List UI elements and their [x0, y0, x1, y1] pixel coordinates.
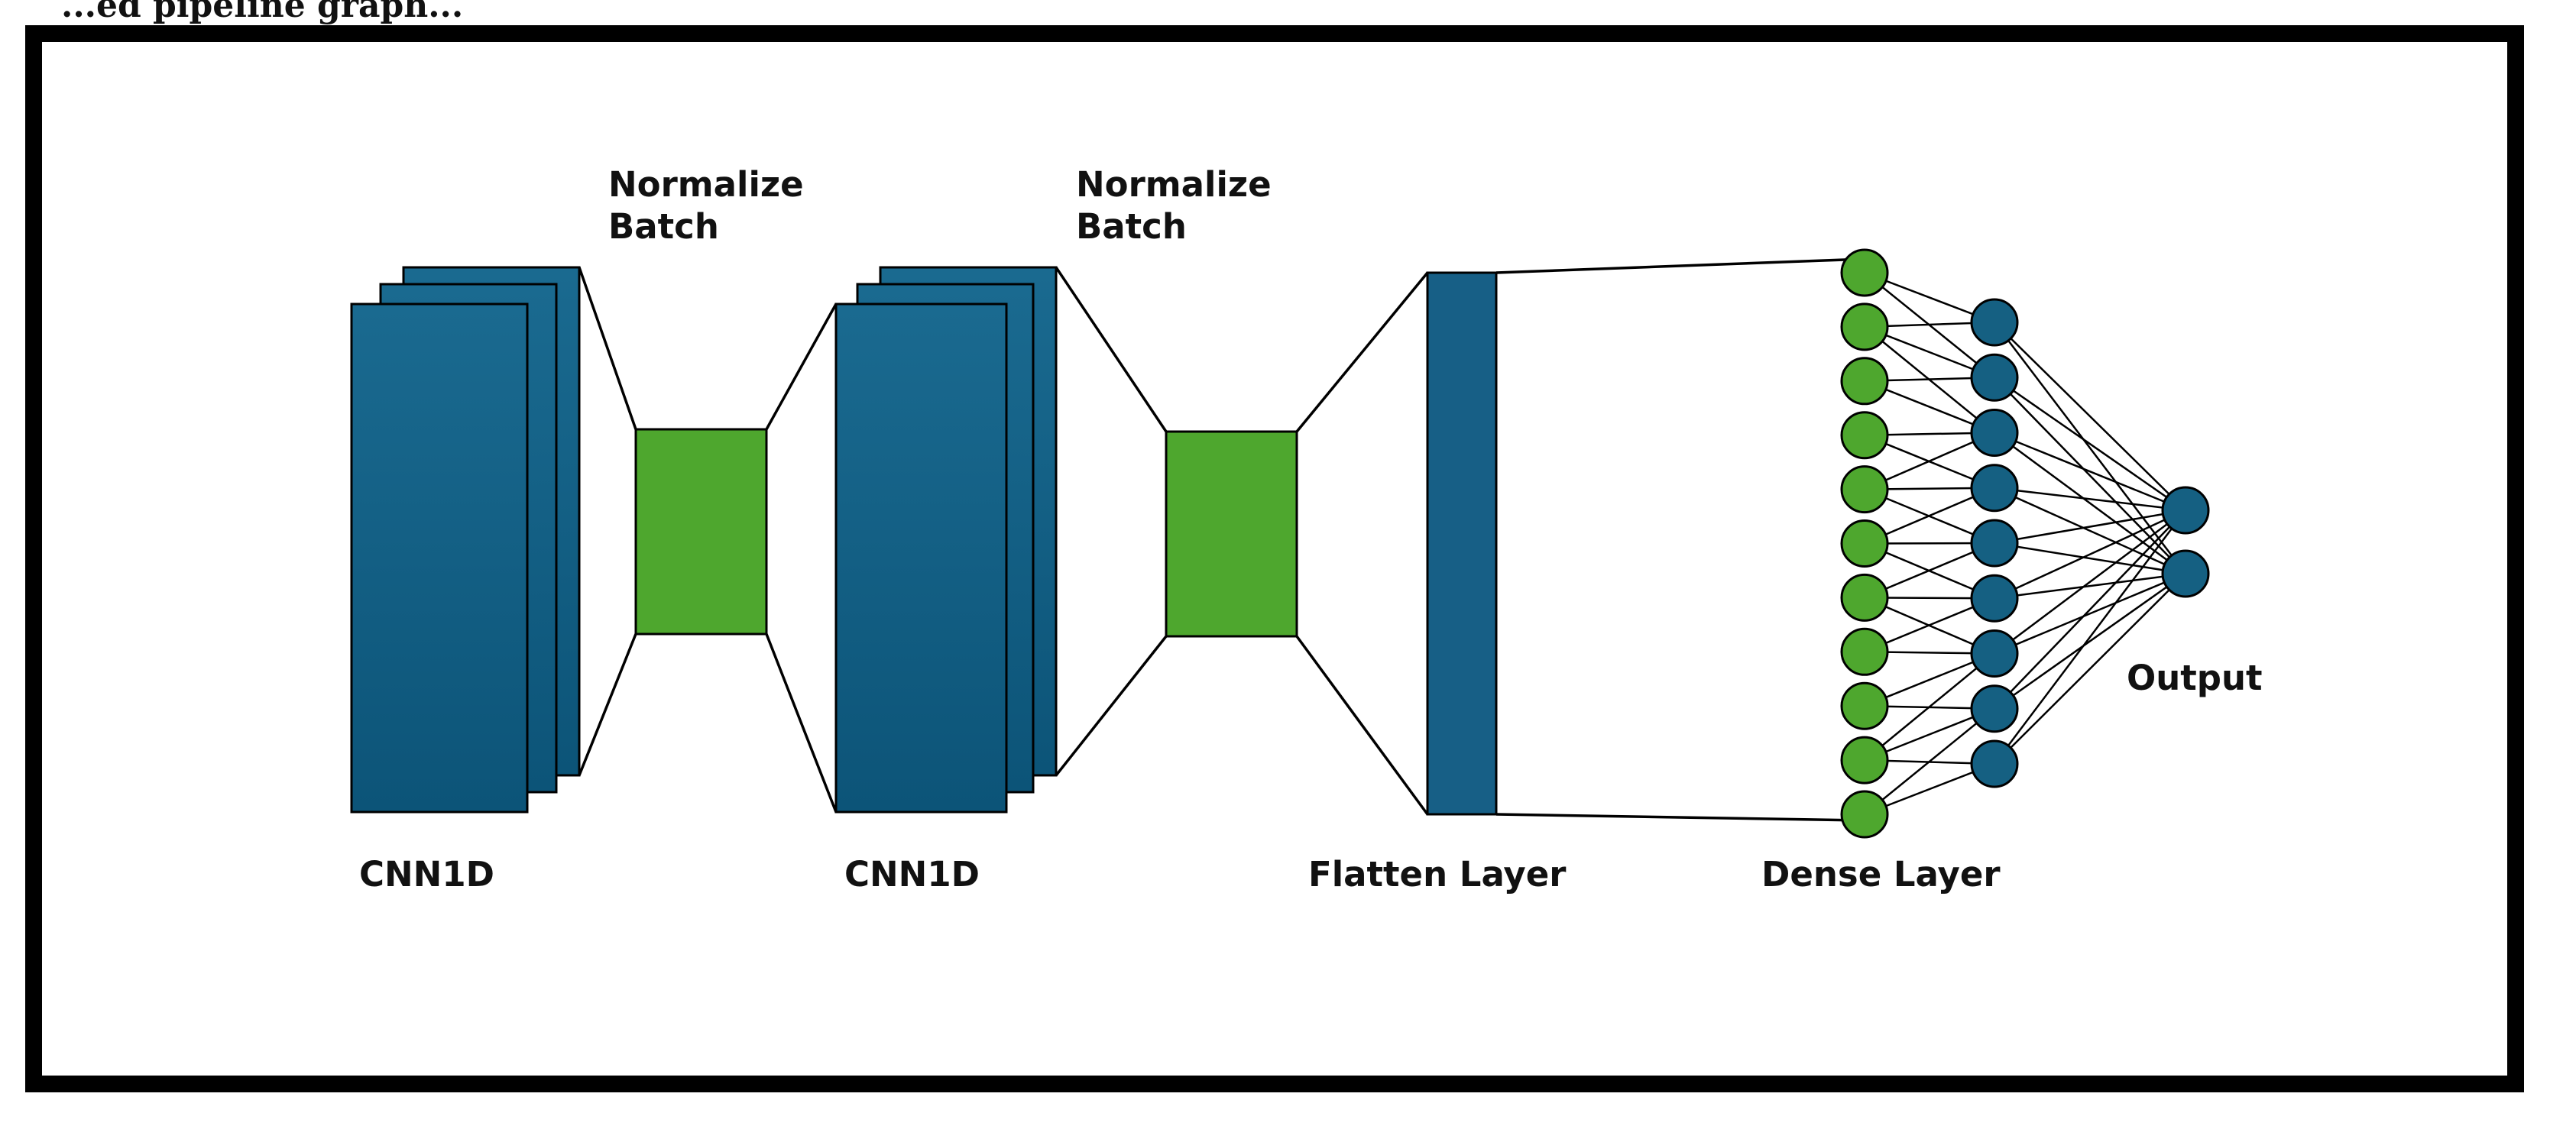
edge-hidden-output [1994, 377, 2186, 574]
edge-hidden-output [1994, 432, 2186, 575]
edge-hidden-output [1994, 510, 2186, 655]
connector-lines [578, 257, 1865, 822]
hidden-node [1970, 353, 2019, 402]
normalize-batch-label-1-line-2: Batch [608, 206, 719, 247]
edge-hidden-output [1994, 510, 2186, 710]
edge-hidden-output [1994, 573, 2186, 765]
edge-hidden-output [1994, 487, 2186, 575]
flatten-layer-bar [1426, 271, 1498, 816]
hidden-node [1970, 298, 2019, 347]
input-node [1840, 248, 1889, 297]
flatten-layer-label: Flatten Layer [1308, 854, 1567, 895]
output-label: Output [2127, 658, 2263, 698]
input-node [1840, 790, 1889, 839]
edge-hidden-output [1994, 322, 2186, 511]
hidden-node [1970, 574, 2019, 623]
edge-hidden-output [1994, 572, 2186, 600]
output-node [2161, 549, 2210, 598]
input-node [1840, 627, 1889, 676]
hidden-node [1970, 519, 2019, 568]
cnn1d-block-2 [834, 266, 1058, 814]
edge-hidden-output [1994, 572, 2186, 655]
normalize-batch-block-1 [634, 428, 768, 636]
output-node [2161, 486, 2210, 535]
edge-hidden-output [1994, 572, 2186, 710]
normalize-batch-label-1-line-1: Normalize [608, 164, 804, 205]
normalize-batch-block-2 [1165, 430, 1298, 638]
normalize-batch-label-2-line-1: Normalize [1076, 164, 1272, 205]
cnn1d-label-2: CNN1D [844, 854, 980, 895]
input-node [1840, 736, 1889, 785]
hidden-node [1970, 684, 2019, 733]
input-node [1840, 681, 1889, 730]
input-node [1840, 465, 1889, 514]
dense-layer-label: Dense Layer [1761, 854, 2001, 895]
input-node [1840, 357, 1889, 406]
edge-input-hidden [1864, 707, 1995, 815]
edge-hidden-output [1994, 542, 2186, 575]
hidden-node [1970, 409, 2019, 457]
header-fragment: ...ed pipeline graph... [61, 0, 463, 25]
edge-hidden-output [1994, 510, 2186, 765]
edge-hidden-output [1994, 487, 2186, 512]
cnn1d-label-1: CNN1D [359, 854, 494, 895]
edge-hidden-output [1994, 509, 2186, 545]
hidden-node [1970, 629, 2019, 678]
edge-input-hidden [1864, 652, 1995, 762]
input-node [1840, 302, 1889, 351]
input-node [1840, 411, 1889, 460]
input-node [1840, 573, 1889, 622]
edge-hidden-output [1994, 432, 2186, 512]
hidden-node [1970, 739, 2019, 788]
input-node [1840, 519, 1889, 568]
cnn1d-block-1 [350, 266, 581, 814]
edge-hidden-output [1994, 322, 2186, 574]
network-nodes [1840, 248, 2210, 839]
edge-hidden-output [1994, 377, 2186, 512]
normalize-batch-label-2-line-2: Batch [1076, 206, 1187, 247]
edge-hidden-output [1994, 509, 2186, 600]
hidden-node [1970, 464, 2019, 513]
